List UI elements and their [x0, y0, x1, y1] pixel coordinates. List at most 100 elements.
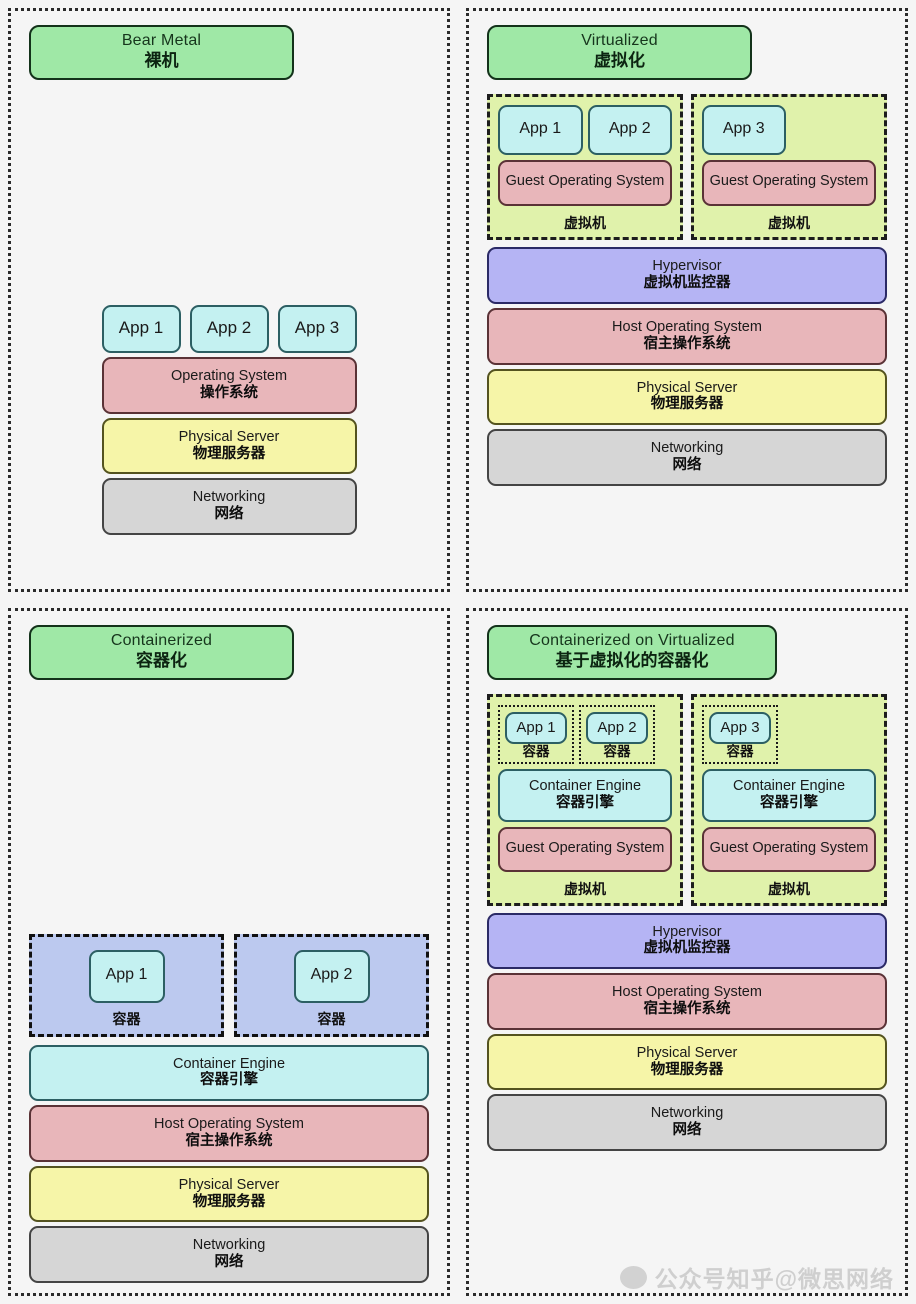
- title-cn: 虚拟化: [594, 50, 645, 70]
- spacer: [487, 80, 887, 94]
- app-label: App 1: [519, 119, 562, 137]
- layer-label-cn: 容器引擎: [200, 1072, 258, 1089]
- title-virtualized: Virtualized 虚拟化: [487, 25, 752, 80]
- container-label: 容器: [603, 744, 631, 760]
- bare-metal-stack: App 1 App 2 App 3 Operating System 操作系统 …: [101, 305, 357, 535]
- layer-label-en: Physical Server: [178, 428, 280, 445]
- layer-physical-server: Physical Server 物理服务器: [487, 1033, 887, 1091]
- title-cn: 容器化: [136, 650, 187, 670]
- app-box-1: App 1: [101, 305, 181, 354]
- layer-label-cn: 容器引擎: [760, 794, 818, 811]
- layer-guest-operating-system: Guest Operating System: [498, 826, 672, 872]
- layer-label-en: Operating System: [170, 368, 288, 385]
- layer-guest-operating-system: Guest Operating System: [498, 160, 672, 207]
- layer-label-cn: 宿主操作系统: [643, 1001, 731, 1018]
- app-label: App 3: [722, 119, 765, 137]
- vm-label: 虚拟机: [768, 880, 810, 897]
- vm-app-row: App 1 App 2: [498, 104, 672, 156]
- app-label: App 1: [105, 965, 148, 983]
- virtual-machine-2: App 3 Guest Operating System 虚拟机: [691, 93, 887, 241]
- quadrant-containerized-on-virtualized: Containerized on Virtualized 基于虚拟化的容器化 A…: [466, 608, 908, 1296]
- vm-row: App 1 App 2 Guest Operating System 虚拟机 A…: [487, 93, 887, 241]
- app-label: App 2: [310, 965, 353, 983]
- layer-label-en: Physical Server: [636, 1044, 738, 1061]
- virtual-machine-1: App 1 容器 App 2 容器 Container Engine 容器引擎: [487, 693, 683, 906]
- layer-host-operating-system: Host Operating System 宿主操作系统: [487, 307, 887, 365]
- app-box-1: App 1: [88, 949, 165, 1003]
- layer-operating-system: Operating System 操作系统: [101, 357, 357, 414]
- spacer: [29, 680, 429, 934]
- layer-networking: Networking 网络: [101, 478, 357, 535]
- app-label: App 2: [608, 119, 651, 137]
- layer-label-en: Hypervisor: [652, 258, 722, 275]
- layer-label-cn: 虚拟机监控器: [643, 940, 731, 957]
- layer-label-cn: 物理服务器: [192, 1193, 266, 1210]
- app-box-3: App 3: [277, 305, 357, 354]
- container-3: App 3 容器: [702, 704, 778, 765]
- app-label: App 2: [597, 718, 637, 736]
- layer-label-cn: 网络: [672, 456, 702, 473]
- container-2: App 2 容器: [234, 933, 429, 1037]
- app-label: App 2: [206, 318, 252, 338]
- layer-label-cn: 容器引擎: [556, 794, 614, 811]
- quadrant-containerized: Containerized 容器化 App 1 容器 App 2 容器 Cont…: [8, 608, 450, 1296]
- layer-label-en: Guest Operating System: [505, 839, 665, 856]
- title-containerized: Containerized 容器化: [29, 625, 294, 680]
- layer-physical-server: Physical Server 物理服务器: [101, 417, 357, 475]
- layer-label-en: Guest Operating System: [709, 839, 869, 856]
- app-row: App 1 App 2 App 3: [101, 305, 357, 354]
- title-en: Containerized on Virtualized: [529, 632, 735, 649]
- layer-label-en: Physical Server: [636, 379, 738, 396]
- app-box-3: App 3: [702, 104, 786, 156]
- container-row: App 1 容器 App 2 容器: [29, 933, 429, 1037]
- layer-networking: Networking 网络: [487, 429, 887, 486]
- vm-app-row: App 3: [702, 104, 876, 156]
- title-cn: 基于虚拟化的容器化: [555, 650, 709, 670]
- app-label: App 1: [516, 718, 556, 736]
- layer-label-en: Host Operating System: [612, 984, 762, 1001]
- spacer: [487, 680, 887, 694]
- app-box-1: App 1: [505, 711, 567, 745]
- layer-label-en: Container Engine: [732, 778, 846, 795]
- vm-label: 虚拟机: [564, 215, 606, 232]
- app-box-1: App 1: [498, 104, 583, 156]
- layer-label-en: Guest Operating System: [505, 173, 665, 190]
- host-stack: Container Engine 容器引擎 Host Operating Sys…: [29, 1044, 429, 1283]
- virtual-machine-1: App 1 App 2 Guest Operating System 虚拟机: [487, 93, 683, 241]
- container-label: 容器: [726, 744, 754, 760]
- layer-label-cn: 网络: [214, 506, 244, 523]
- app-box-2: App 2: [587, 104, 672, 156]
- vm-label: 虚拟机: [564, 880, 606, 897]
- container-1: App 1 容器: [29, 933, 224, 1037]
- app-label: App 3: [294, 318, 340, 338]
- vm-row: App 1 容器 App 2 容器 Container Engine 容器引擎: [487, 693, 887, 906]
- layer-label-en: Networking: [192, 1237, 266, 1254]
- layer-guest-operating-system: Guest Operating System: [702, 826, 876, 872]
- layer-label-cn: 物理服务器: [650, 1061, 724, 1078]
- layer-label-en: Host Operating System: [154, 1116, 304, 1133]
- quadrant-virtualized: Virtualized 虚拟化 App 1 App 2 Guest Operat…: [466, 8, 908, 592]
- layer-label-en: Host Operating System: [612, 318, 762, 335]
- layer-label-en: Hypervisor: [652, 923, 722, 940]
- title-en: Containerized: [110, 632, 213, 649]
- host-stack: Hypervisor 虚拟机监控器 Host Operating System …: [487, 912, 887, 1152]
- container-row: App 3 容器: [702, 704, 876, 765]
- app-box-3: App 3: [709, 711, 771, 745]
- app-box-2: App 2: [189, 305, 269, 354]
- layer-physical-server: Physical Server 物理服务器: [487, 368, 887, 426]
- layer-label-cn: 物理服务器: [192, 445, 266, 462]
- layer-label-en: Networking: [192, 489, 266, 506]
- title-containerized-on-virtualized: Containerized on Virtualized 基于虚拟化的容器化: [487, 625, 777, 680]
- container-label: 容器: [522, 744, 550, 760]
- layer-label-en: Physical Server: [178, 1176, 280, 1193]
- container-1: App 1 容器: [498, 704, 574, 765]
- layer-label-cn: 操作系统: [200, 384, 258, 401]
- layer-label-en: Container Engine: [528, 778, 642, 795]
- host-stack: Hypervisor 虚拟机监控器 Host Operating System …: [487, 247, 887, 486]
- vm-label: 虚拟机: [768, 215, 810, 232]
- layer-label-cn: 网络: [214, 1254, 244, 1271]
- layer-container-engine: Container Engine 容器引擎: [498, 769, 672, 822]
- quadrant-bare-metal: Bear Metal 裸机 App 1 App 2 App 3 Operatin…: [8, 8, 450, 592]
- layer-label-cn: 宿主操作系统: [643, 335, 731, 352]
